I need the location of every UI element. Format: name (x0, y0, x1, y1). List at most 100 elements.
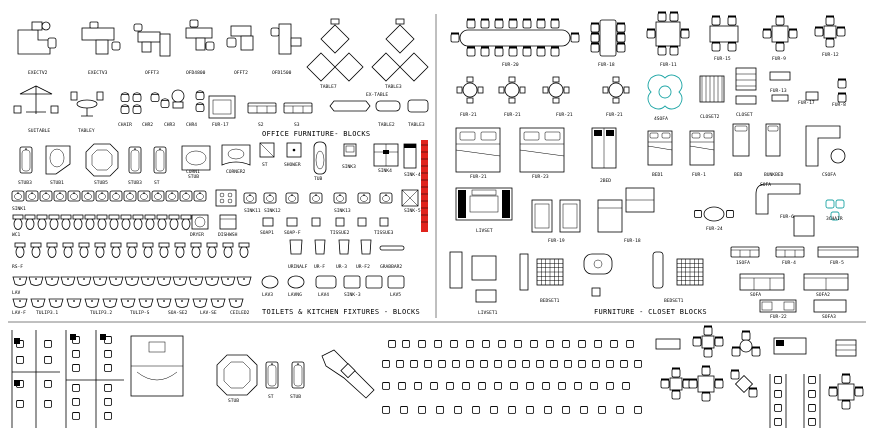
label-suitable: SUITABLE (28, 128, 50, 134)
label-lav3: LAV3 (262, 292, 273, 298)
label-stub: STUB (188, 174, 199, 180)
label-fur17b: FUR-17 (798, 100, 815, 106)
living-row: LIVSET FUR-19 FUR-18 FUR-24 SOFA FUR-6 3… (455, 182, 845, 244)
label-soap1: SOAP1 (260, 230, 274, 236)
bottom-blocks: STUB ST STUB (11, 325, 864, 428)
bath-row: STUB3 STUB1 STUB5 STUB3 ST STUB CORN1 CO… (18, 141, 421, 186)
label-sink4: SINK4 (378, 168, 392, 174)
label-fur1: FUR-1 (692, 172, 706, 178)
label-fur17: FUR-17 (212, 122, 229, 128)
label-ofd4800: OFD4800 (186, 70, 206, 76)
label-tub: TUB (314, 176, 323, 182)
label-table3b: TABLE3 (408, 122, 425, 128)
label-fur19: FUR-19 (548, 238, 565, 244)
label-chr2: CHR2 (142, 122, 153, 128)
label-fur21d: FUR-21 (606, 112, 623, 118)
office-section-title: OFFICE FURNITURE- BLOCKS (262, 130, 370, 138)
label-bottom-st: ST (268, 394, 274, 400)
label-livset1: LIVSET1 (478, 310, 498, 316)
label-csofa: CSOFA (822, 172, 836, 178)
label-tissue3: TISSUE3 (374, 230, 394, 236)
label-4sofa: 4SOFA (654, 116, 668, 122)
label-sink-row-d: SINK13 (334, 208, 351, 214)
label-exectv3: EXECTV3 (88, 70, 108, 76)
label-ceiled2: CEILED2 (230, 310, 250, 316)
label-offt3: OFFT3 (145, 70, 159, 76)
label-st2: ST (262, 162, 268, 168)
label-sink-5: SINK-5 (404, 208, 421, 214)
label-dishwsh: DISHWSH (218, 232, 238, 238)
label-ex-table: EX-TABLE (366, 92, 388, 98)
label-fur21a: FUR-21 (460, 112, 477, 118)
label-sofa: SOFA (760, 182, 771, 188)
label-exectv2: EXECTV2 (28, 70, 48, 76)
label-grabbar2: GRABBAR2 (380, 264, 402, 270)
label-sink-row: SINK1 (12, 206, 26, 212)
bed-row: FUR-21 FUR-23 2BED BED1 FUR-1 BED BUNKBE… (455, 123, 846, 184)
label-ur-f: UR-F (314, 264, 325, 270)
lav-elevation-row: LAV-F TULIP3.1 TULIP3.2 TULIP-S SOA-SE2 … (12, 298, 250, 316)
label-tabley: TABLEY (78, 128, 95, 134)
label-offt2: OFFT2 (234, 70, 248, 76)
label-fur24: FUR-24 (706, 226, 723, 232)
label-sofa3: SOFA3 (822, 314, 836, 320)
chair-assortment (382, 340, 642, 414)
label-wc-row: WC1 (12, 232, 21, 238)
label-bed1: BED1 (652, 172, 663, 178)
label-stub1: STUB1 (50, 180, 64, 186)
dining-row: FUR-20 FUR-18 FUR-11 FUR-15 FUR-9 FUR-12 (450, 11, 846, 68)
label-bottom-stub: STUB (228, 398, 239, 404)
label-tulip31: TULIP3.1 (36, 310, 58, 316)
office-table-row: SUITABLE TABLEY CHAIR CHR2 CHR3 CHR4 FUR… (13, 85, 429, 134)
workstation-cluster-1 (11, 330, 60, 428)
label-1sofa: 1SOFA (736, 260, 750, 266)
label-bottom-stub2: STUB (290, 394, 301, 400)
label-corner2: CORNER2 (226, 169, 246, 175)
label-lavng: LAVNG (288, 292, 302, 298)
label-dryer: DRYER (190, 232, 204, 238)
label-fur9: FUR-9 (772, 56, 786, 62)
label-tulip32: TULIP3.2 (90, 310, 112, 316)
label-fur13: FUR-13 (770, 88, 787, 94)
label-ur-3: UR-3 (336, 264, 347, 270)
label-fur21c: FUR-21 (556, 112, 573, 118)
label-stub5: STUB5 (94, 180, 108, 186)
furniture-closet-section: FUR-20 FUR-18 FUR-11 FUR-15 FUR-9 FUR-12 (449, 11, 859, 320)
label-fur22: FUR-22 (770, 314, 787, 320)
label-3chair: 3CHAIR (826, 216, 843, 222)
label-bedset1b: BEDSET1 (664, 298, 684, 304)
label-fur6: FUR-6 (780, 214, 794, 220)
label-sink-row-b: SINK11 (244, 208, 261, 214)
toilets-kitchen-section: STUB3 STUB1 STUB5 STUB3 ST STUB CORN1 CO… (11, 141, 421, 316)
label-urinalf: URINALF (288, 264, 308, 270)
label-2bed: 2BED (600, 178, 611, 184)
label-sink-3: SINK-3 (344, 292, 361, 298)
label-chr4: CHR4 (186, 122, 197, 128)
wc-elevation-row: RS-F URINALF UR-F UR-3 UR-F2 GRABBAR2 (12, 239, 405, 270)
label-fur21b: FUR-21 (504, 112, 521, 118)
label-table7: TABLE7 (320, 84, 337, 90)
table-sets (655, 325, 864, 428)
label-bunkbed: BUNKBED (764, 172, 784, 178)
label-closet: CLOSET (736, 112, 753, 118)
label-fur18b: FUR-18 (624, 238, 641, 244)
label-fur5: FUR-5 (830, 260, 844, 266)
label-sink3: SINK3 (342, 164, 356, 170)
3chair-cyan (825, 199, 845, 221)
label-lav4: LAV4 (318, 292, 329, 298)
label-sofa2: SOFA2 (816, 292, 830, 298)
label-lav5: LAV5 (390, 292, 401, 298)
label-shower: SHOWER (284, 162, 301, 168)
label-chr3: CHR3 (164, 122, 175, 128)
label-fur15: FUR-15 (714, 56, 731, 62)
living-row-2: LIVSET1 BEDSET1 BEDSET1 1SOFA FUR-4 FUR-… (449, 246, 859, 320)
label-fur23: FUR-23 (532, 174, 549, 180)
label-table2: TABLE2 (378, 122, 395, 128)
label-tissue2: TISSUE2 (330, 230, 350, 236)
label-fur4: FUR-4 (782, 260, 796, 266)
label-fur21-bed: FUR-21 (470, 174, 487, 180)
wc-row: WC1 DRYER DISHWSH SOAP1 SOAP-F TISSUE2 T… (12, 214, 394, 238)
label-fur20: FUR-20 (502, 62, 519, 68)
label-ofd1500: OFD1500 (272, 70, 292, 76)
